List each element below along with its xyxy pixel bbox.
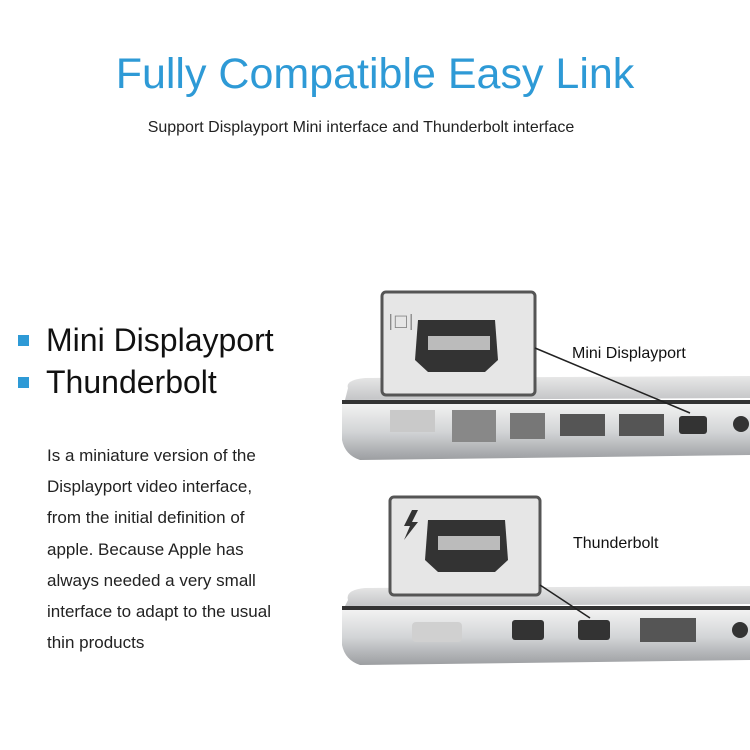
feature-thunderbolt: Thunderbolt	[18, 364, 217, 401]
magsafe-port	[412, 622, 462, 642]
feature-label: Thunderbolt	[46, 364, 217, 400]
callout-line	[539, 584, 591, 619]
description-line: apple. Because Apple has	[47, 539, 244, 559]
displayport-icon: |□|	[388, 311, 414, 330]
description-line: Is a miniature version of the	[47, 446, 256, 465]
callout-line	[534, 347, 691, 414]
callout-thunderbolt: Thunderbolt	[573, 535, 659, 552]
description-line: always needed a very small	[47, 570, 256, 590]
bullet-icon	[18, 377, 29, 388]
usb-port	[619, 414, 664, 436]
page-subtitle: Support Displayport Mini interface and T…	[147, 119, 575, 136]
mini-displayport-port	[679, 416, 707, 434]
magsafe-port	[390, 410, 435, 432]
thunderbolt-icon	[404, 510, 418, 540]
description-line: from the initial definition of	[47, 508, 245, 528]
usb-port	[640, 618, 696, 642]
feature-label: Mini Displayport	[46, 322, 274, 358]
laptop-mini-displayport: |□|	[342, 290, 750, 460]
ethernet-port	[452, 410, 496, 442]
page-title: Fully Compatible Easy Link	[115, 50, 635, 98]
thunderbolt-port	[512, 620, 544, 640]
description: Is a miniature version of the Displaypor…	[47, 440, 307, 658]
bullet-icon	[18, 335, 29, 346]
audio-port	[733, 416, 749, 432]
description-line: interface to adapt to the usual	[47, 602, 271, 622]
callout-mini-displayport: Mini Displayport	[572, 345, 686, 362]
thunderbolt-port	[578, 620, 610, 640]
audio-port	[732, 622, 748, 638]
feature-mini-displayport: Mini Displayport	[18, 322, 274, 359]
firewire-port	[510, 413, 545, 439]
usb-port	[560, 414, 605, 436]
laptop-thunderbolt	[342, 495, 750, 665]
description-line: thin products	[47, 633, 145, 653]
description-line: Displayport video interface,	[47, 477, 253, 497]
